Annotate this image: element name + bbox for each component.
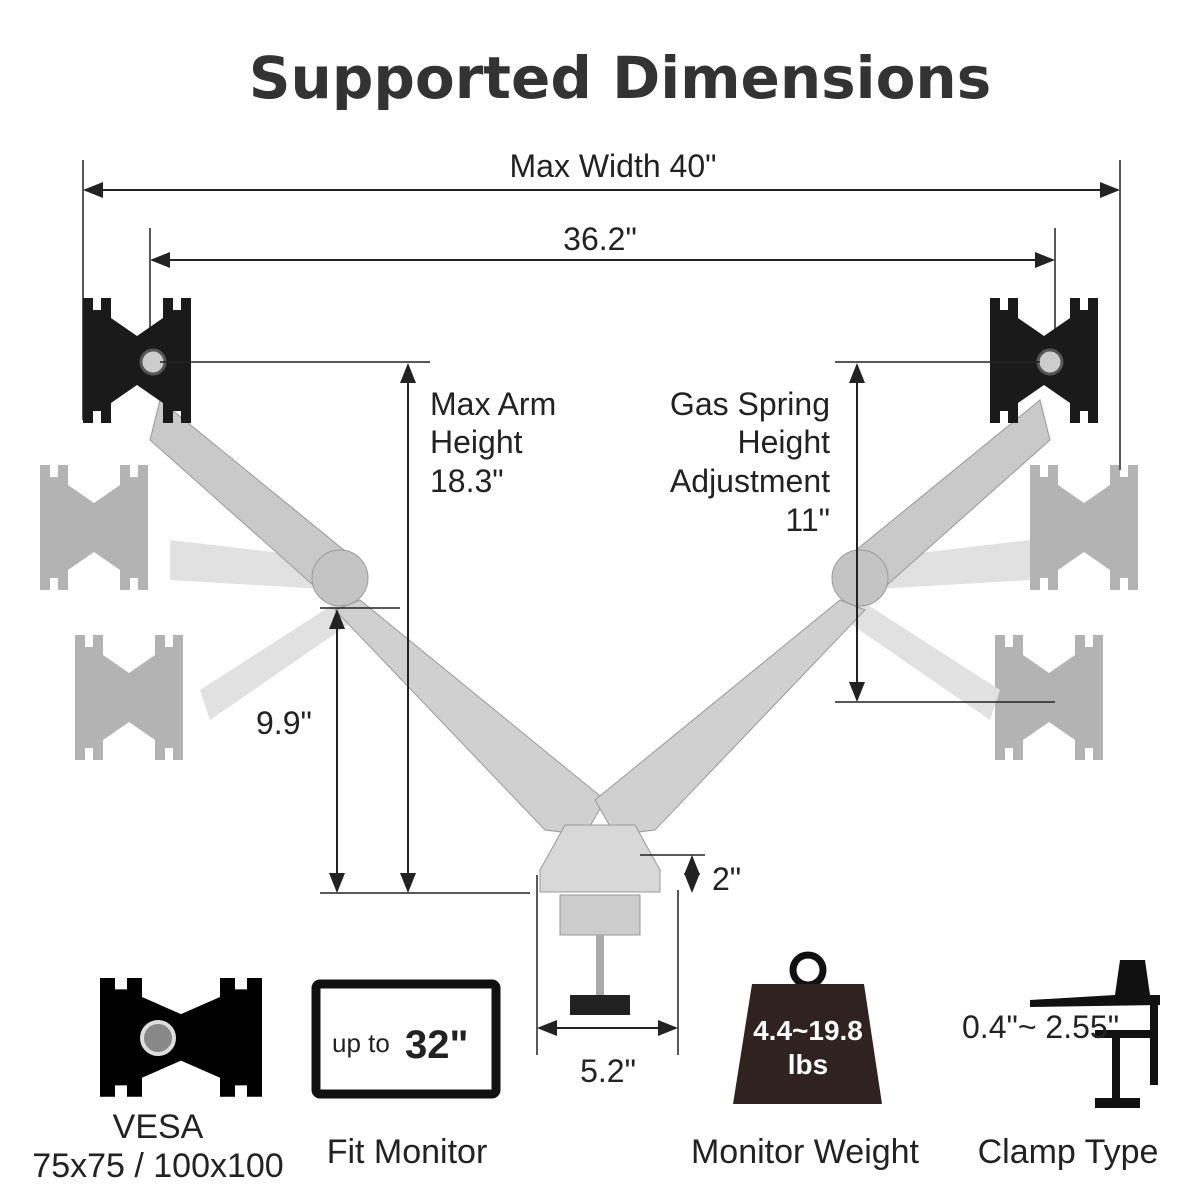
monitor-icon <box>311 979 501 1099</box>
inner-width-label: 36.2" <box>563 221 637 257</box>
svg-text:32": 32" <box>405 1023 468 1067</box>
svg-text:4.4~19.8: 4.4~19.8 <box>753 1015 863 1046</box>
feature-clamp-type: 0.4"~ 2.55" Clamp Type <box>962 960 1160 1171</box>
svg-text:lbs: lbs <box>788 1049 828 1080</box>
feature-vesa: VESA 75x75 / 100x100 <box>32 978 284 1185</box>
max-arm-height-dimension: Max Arm Height 18.3" <box>160 361 556 894</box>
svg-text:Monitor Weight: Monitor Weight <box>691 1133 920 1171</box>
svg-text:9.9": 9.9" <box>256 705 312 741</box>
svg-text:5.2": 5.2" <box>580 1053 636 1089</box>
svg-text:Fit Monitor: Fit Monitor <box>327 1133 488 1171</box>
monitor-arms <box>83 298 1098 1015</box>
lower-height-dimension: 9.9" <box>256 607 400 893</box>
base-height-dimension: 2" <box>640 854 741 897</box>
svg-text:18.3": 18.3" <box>430 463 504 499</box>
svg-text:up to: up to <box>332 1028 390 1058</box>
inner-width-dimension: 36.2" <box>149 221 1056 365</box>
page-title: Supported Dimensions <box>249 44 991 112</box>
svg-text:Height: Height <box>430 424 523 460</box>
feature-monitor-size: up to 32" Fit Monitor <box>311 979 501 1171</box>
svg-text:2": 2" <box>712 861 741 897</box>
vesa-plate-icon <box>100 978 262 1097</box>
svg-text:75x75 / 100x100: 75x75 / 100x100 <box>32 1147 283 1185</box>
svg-text:Max Arm: Max Arm <box>430 386 556 422</box>
svg-text:0.4"~ 2.55": 0.4"~ 2.55" <box>962 1009 1119 1045</box>
max-width-dimension: Max Width 40" <box>82 148 1121 470</box>
ghost-arm-positions <box>40 465 1138 760</box>
svg-text:Adjustment: Adjustment <box>670 463 830 499</box>
weight-icon <box>789 951 827 989</box>
clamp-icon <box>1030 960 1160 1108</box>
feature-monitor-weight: 4.4~19.8 lbs Monitor Weight <box>691 951 920 1171</box>
base-width-dimension: 5.2" <box>536 875 679 1089</box>
max-width-label: Max Width 40" <box>510 148 717 184</box>
svg-text:11": 11" <box>785 502 830 538</box>
svg-text:Height: Height <box>738 424 831 460</box>
svg-text:Gas Spring: Gas Spring <box>670 386 830 422</box>
svg-text:VESA: VESA <box>113 1108 204 1146</box>
svg-text:Clamp Type: Clamp Type <box>978 1133 1159 1171</box>
gas-spring-dimension: Gas Spring Height Adjustment 11" <box>670 361 1055 703</box>
